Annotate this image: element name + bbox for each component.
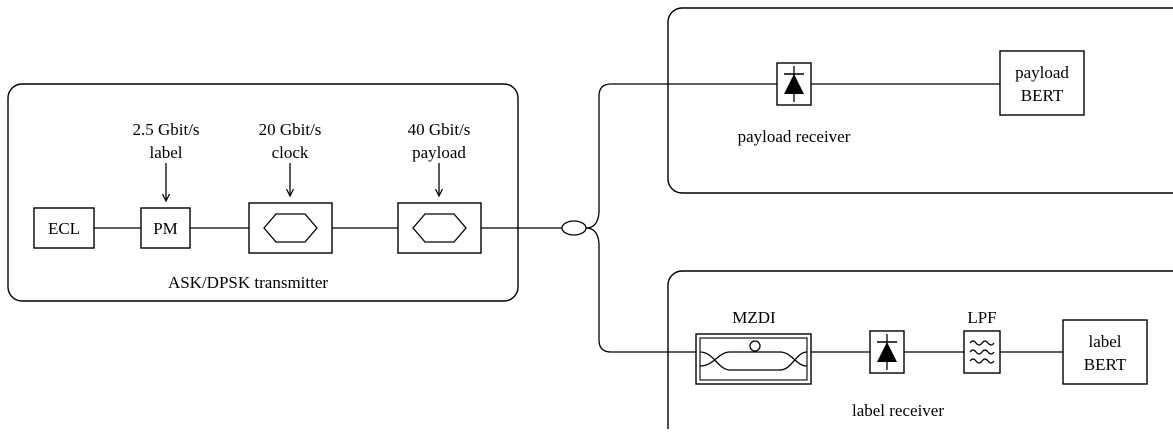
hexagon-modulator-icon — [263, 213, 318, 243]
ecl-box — [33, 207, 95, 249]
payload-receiver-block: payload BERT payload receiver — [667, 7, 1173, 194]
fiber-coupler-icon — [561, 220, 587, 236]
label-bert-box — [1062, 319, 1148, 385]
payload-input-rate: 40 Gbit/s — [408, 120, 471, 139]
ecl-label: ECL — [48, 219, 80, 238]
mzdi-interferometer — [695, 333, 812, 385]
lpf-box — [963, 330, 1001, 374]
label-receiver-block: MZDI LPF — [667, 270, 1173, 434]
clock-input-rate: 20 Gbit/s — [259, 120, 322, 139]
label-receiver-caption: label receiver — [852, 401, 944, 420]
pm-label: PM — [153, 219, 178, 238]
low-pass-filter-icon — [969, 340, 995, 364]
fiber-routing — [561, 83, 777, 353]
payload-receiver-panel — [667, 7, 1173, 194]
lpf-label: LPF — [967, 308, 996, 327]
pm-box — [140, 207, 191, 249]
clock-input-name: clock — [272, 143, 309, 162]
hexagon-modulator-icon — [412, 213, 467, 243]
payload-receiver-caption: payload receiver — [738, 127, 851, 146]
transmitter-panel — [7, 83, 519, 302]
payload-modulator — [397, 202, 482, 254]
clock-modulator — [248, 202, 333, 254]
fiber-to-label-receiver — [585, 227, 696, 353]
label-bert-line1: label — [1088, 332, 1121, 351]
payload-input-name: payload — [412, 143, 466, 162]
transmitter-block: ECL PM 2.5 Gbit/s label 20 Gbit/s clock … — [7, 83, 562, 302]
label-input-name: label — [149, 143, 182, 162]
mzdi-label: MZDI — [732, 308, 776, 327]
payload-bert-line2: BERT — [1021, 86, 1064, 105]
photodiode-icon — [877, 334, 897, 370]
label-input-rate: 2.5 Gbit/s — [132, 120, 199, 139]
photodiode-icon — [784, 66, 804, 102]
payload-photodetector — [776, 62, 812, 106]
payload-bert-box — [999, 50, 1085, 116]
payload-bert-line1: payload — [1015, 63, 1069, 82]
fiber-to-payload-receiver — [585, 83, 777, 229]
label-photodetector — [869, 330, 905, 374]
transmitter-caption: ASK/DPSK transmitter — [168, 273, 328, 292]
label-receiver-panel — [667, 270, 1173, 434]
label-bert-line2: BERT — [1084, 355, 1127, 374]
